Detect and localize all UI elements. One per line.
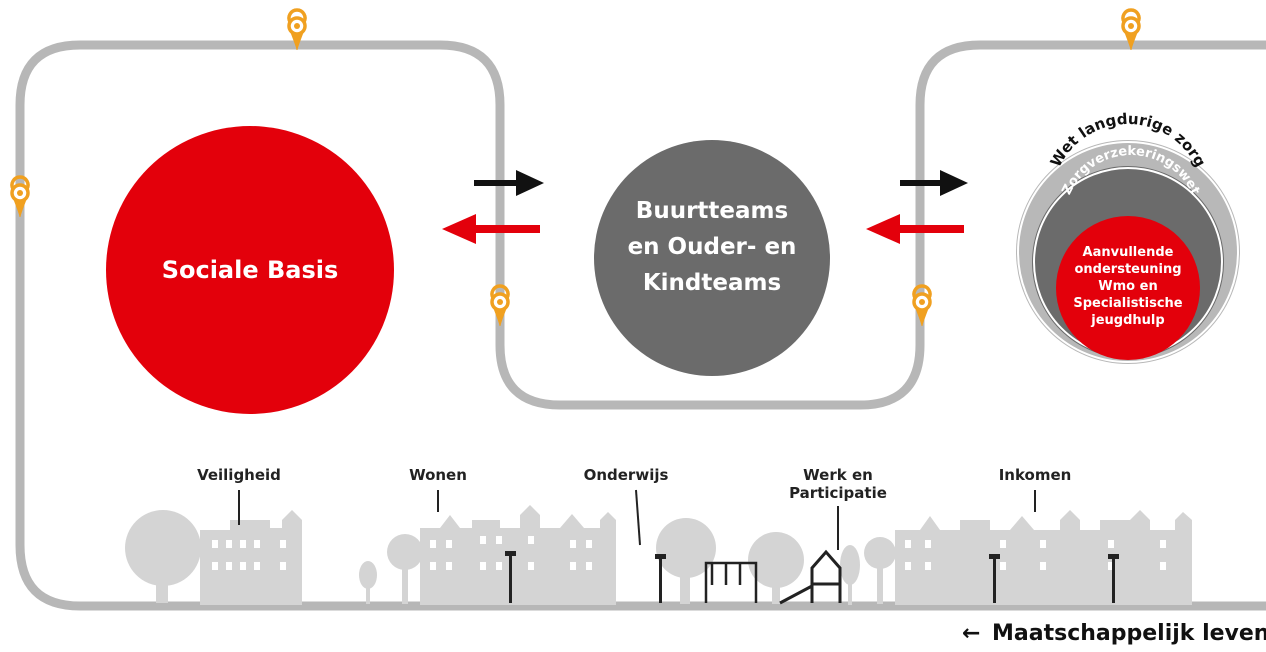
inner-line-4: Specialistische bbox=[1073, 296, 1182, 311]
track-lines bbox=[15, 40, 1266, 611]
label-inkomen: Inkomen bbox=[999, 466, 1072, 484]
label-wonen: Wonen bbox=[409, 466, 467, 484]
label-werk: Werk en bbox=[803, 466, 873, 484]
building-windows bbox=[212, 536, 1166, 570]
buurtteams-circle: Buurtteams en Ouder- en Kindteams bbox=[594, 140, 830, 376]
label-veiligheid: Veiligheid bbox=[197, 466, 281, 484]
inner-line-2: ondersteuning bbox=[1074, 262, 1181, 277]
buurtteams-line-1: Buurtteams bbox=[636, 198, 788, 224]
city-skyline bbox=[125, 505, 1192, 605]
sociale-basis-circle: Sociale Basis bbox=[106, 126, 394, 414]
flow-arrows bbox=[442, 170, 968, 244]
buurtteams-line-3: Kindteams bbox=[643, 270, 781, 296]
domain-labels: Veiligheid Wonen Onderwijs Werk en Parti… bbox=[197, 466, 1071, 550]
label-participatie: Participatie bbox=[789, 484, 887, 502]
street-furniture bbox=[505, 549, 1119, 605]
label-onderwijs: Onderwijs bbox=[584, 466, 669, 484]
inner-line-3: Wmo en bbox=[1098, 279, 1157, 294]
footer-label: Maatschappelijk leven bbox=[992, 621, 1266, 646]
specialist-care-circles: Wet langdurige zorg Zorgverzekeringswet … bbox=[1016, 110, 1240, 364]
arrow-left-icon: ← bbox=[962, 621, 980, 646]
maatschappelijk-leven-label: ← Maatschappelijk leven bbox=[962, 621, 1266, 646]
inner-line-5: jeugdhulp bbox=[1090, 313, 1164, 328]
sociale-basis-label: Sociale Basis bbox=[162, 256, 339, 284]
buurtteams-line-2: en Ouder- en bbox=[628, 234, 797, 260]
inner-line-1: Aanvullende bbox=[1083, 245, 1174, 260]
